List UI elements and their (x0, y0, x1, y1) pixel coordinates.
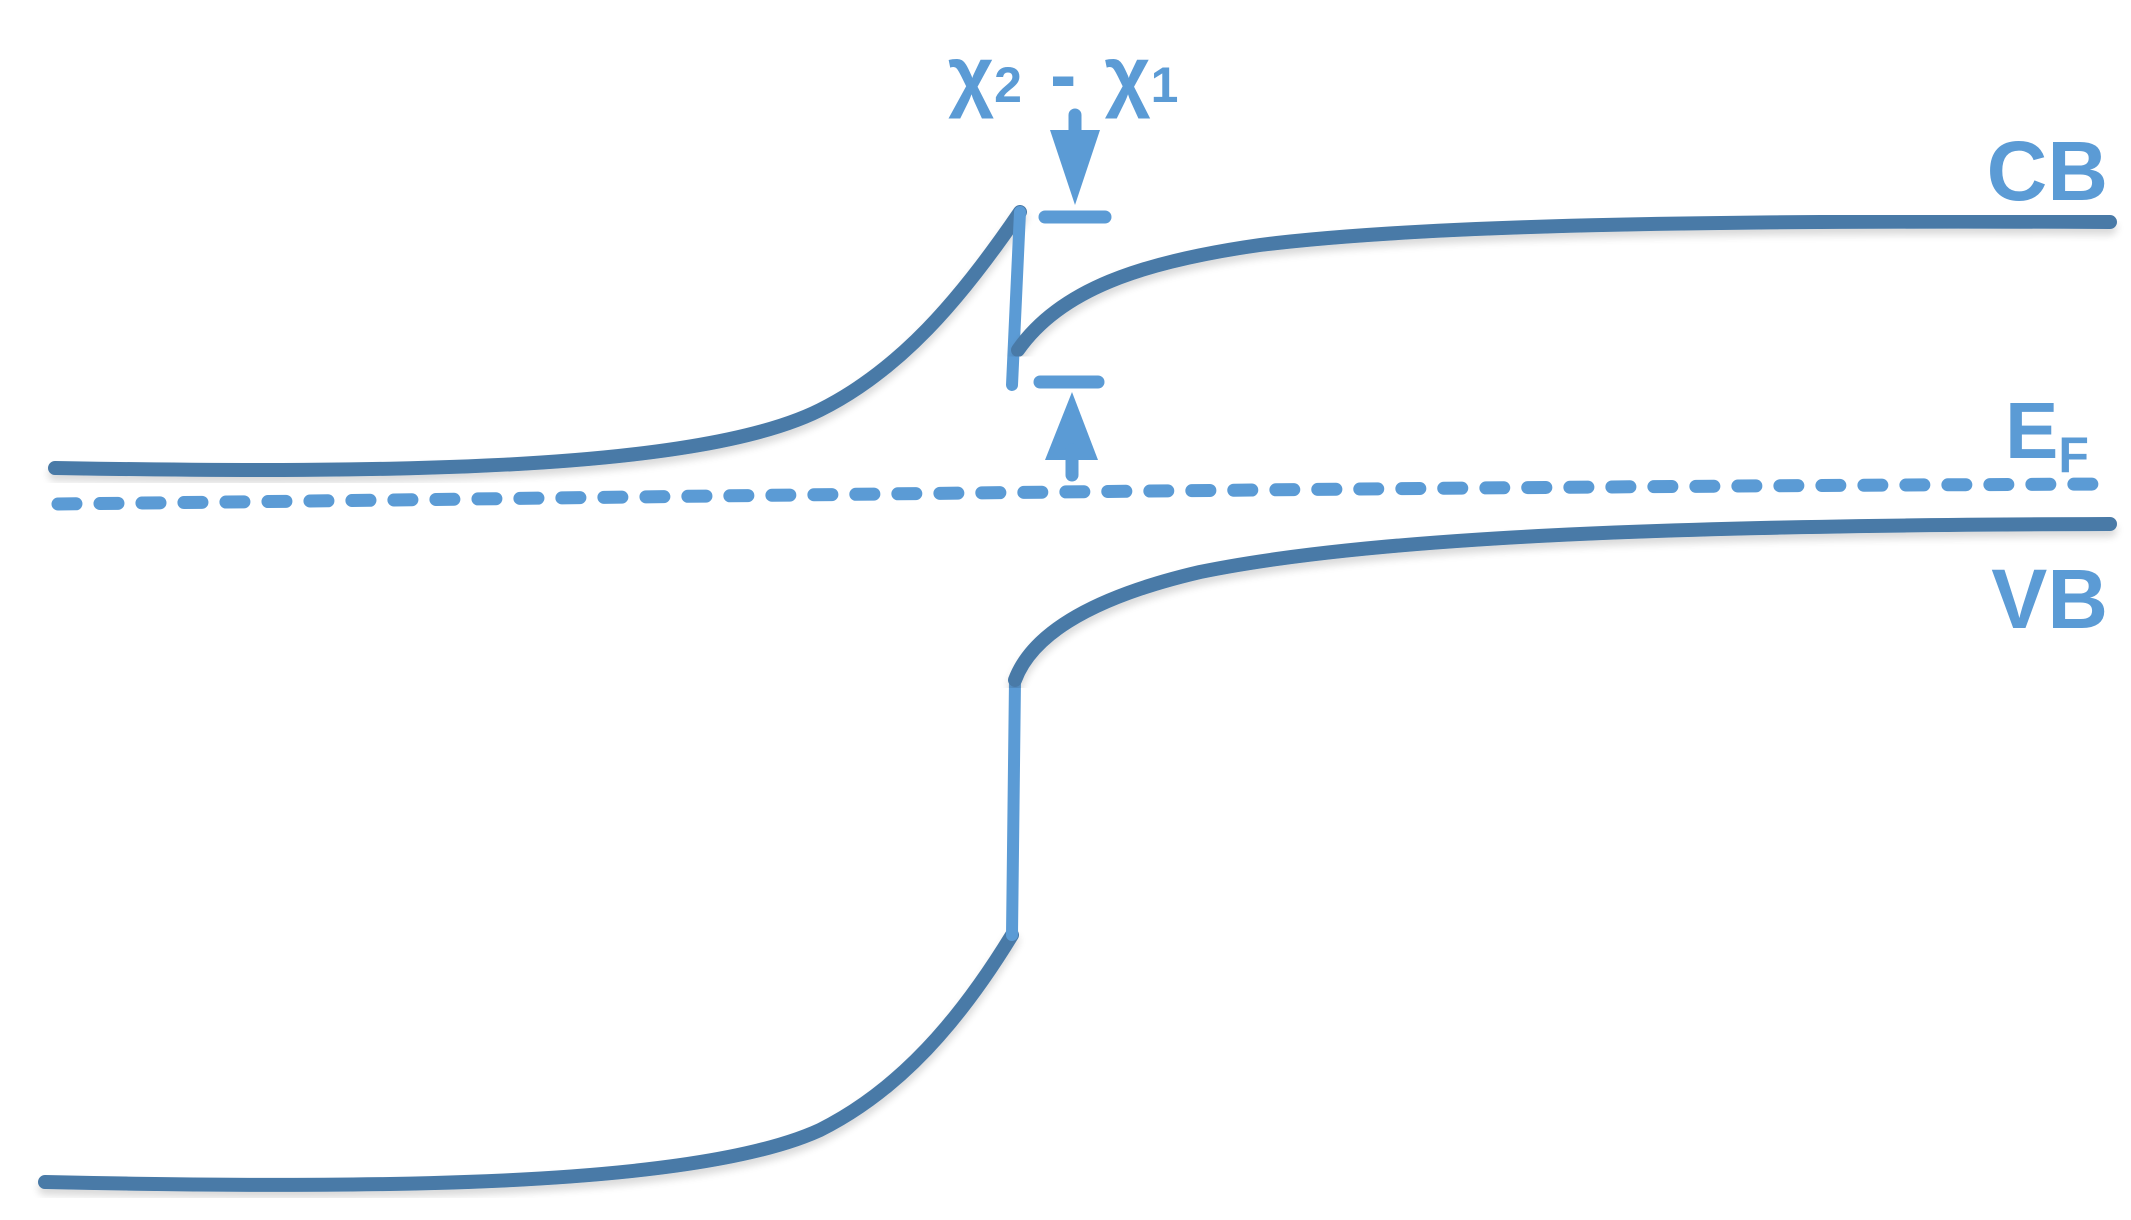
fermi-level-line (51, 477, 2117, 511)
offset-right-symbol: χ (1105, 30, 1151, 119)
conduction-band-left (48, 205, 1027, 478)
vb-label: VB (1991, 552, 2108, 646)
fermi-level-main: E (2005, 386, 2058, 475)
cb-label: CB (1987, 124, 2108, 218)
fermi-level-subscript: F (2058, 427, 2089, 483)
valence-band-left (38, 928, 1019, 1193)
offset-left-subscript: 2 (994, 57, 1022, 113)
fermi-level-label: EF (2005, 386, 2089, 483)
offset-up-arrow-icon (1045, 392, 1098, 460)
offset-down-arrow-icon (1050, 130, 1100, 205)
conduction-band-right (1011, 214, 2117, 357)
offset-label: χ2-χ1 (948, 30, 1178, 119)
valence-band-right (1008, 517, 2117, 687)
offset-dash: - (1050, 30, 1077, 119)
offset-right-subscript: 1 (1151, 57, 1179, 113)
offset-left-symbol: χ (948, 30, 994, 119)
conduction-band-spike (1006, 206, 1026, 391)
valence-band-step (1006, 674, 1021, 941)
